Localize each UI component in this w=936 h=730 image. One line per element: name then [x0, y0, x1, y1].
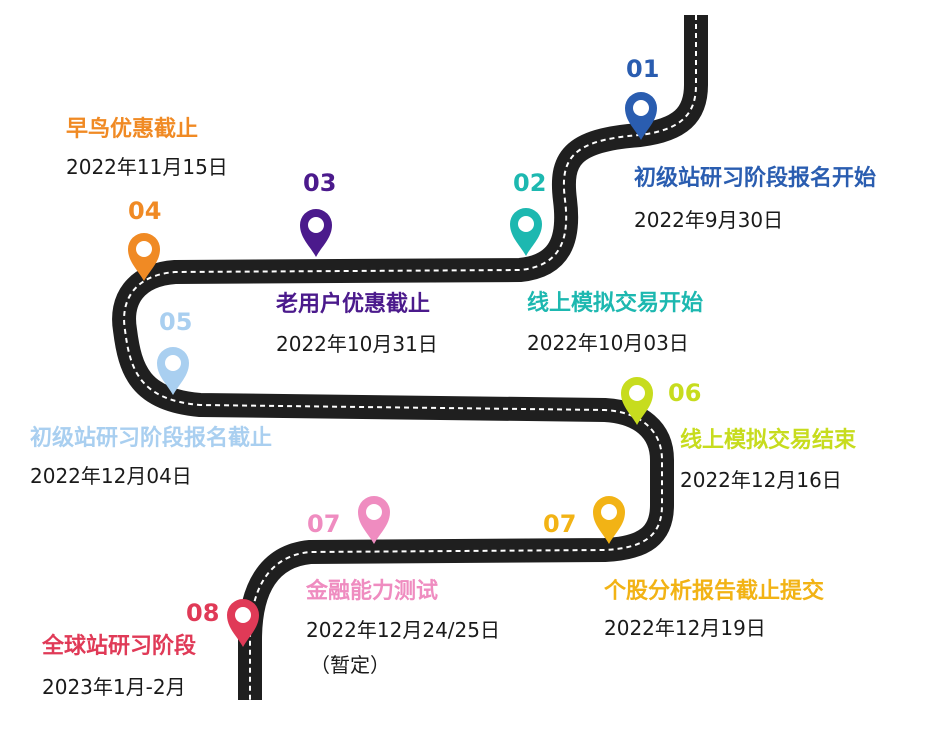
location-pin-icon — [621, 377, 653, 425]
location-pin-icon — [157, 347, 189, 395]
milestone-07-number: 07 — [543, 510, 577, 538]
milestone-07b-title: 金融能力测试 — [306, 579, 439, 604]
milestone-08-title: 全球站研习阶段 — [42, 634, 197, 659]
location-pin-icon — [358, 496, 390, 544]
location-pin-icon — [128, 233, 160, 281]
milestone-02-date: 2022年10月03日 — [527, 331, 689, 355]
milestone-07b-date-note: （暂定） — [310, 653, 390, 677]
milestone-05-number: 05 — [159, 308, 193, 336]
milestone-04-date: 2022年11月15日 — [66, 155, 228, 179]
road-center-line — [123, 15, 697, 700]
milestone-05-date: 2022年12月04日 — [30, 464, 192, 488]
milestone-06-number: 06 — [668, 379, 702, 407]
milestone-08-date: 2023年1月-2月 — [42, 675, 186, 699]
milestone-01-date: 2022年9月30日 — [634, 208, 784, 232]
milestone-04-title: 早鸟优惠截止 — [66, 117, 199, 142]
milestone-04-number: 04 — [128, 197, 162, 225]
milestone-02-number: 02 — [513, 169, 547, 197]
location-pin-icon — [593, 496, 625, 544]
milestone-02-title: 线上模拟交易开始 — [527, 291, 704, 316]
milestone-07-title: 个股分析报告截止提交 — [604, 579, 825, 604]
milestone-06-title: 线上模拟交易结束 — [680, 428, 857, 453]
milestone-06-date: 2022年12月16日 — [680, 468, 842, 492]
milestone-05-title: 初级站研习阶段报名截止 — [30, 426, 273, 451]
milestone-03-date: 2022年10月31日 — [276, 332, 438, 356]
location-pin-icon — [227, 599, 259, 647]
milestone-03-number: 03 — [303, 169, 337, 197]
milestone-07-date: 2022年12月19日 — [604, 616, 766, 640]
location-pin-icon — [510, 208, 542, 256]
location-pin-icon — [300, 209, 332, 257]
milestone-07b-number: 07 — [307, 510, 341, 538]
milestone-01-number: 01 — [626, 55, 660, 83]
milestone-08-number: 08 — [186, 599, 220, 627]
milestone-07b-date: 2022年12月24/25日 — [306, 618, 500, 642]
milestone-03-title: 老用户优惠截止 — [276, 292, 431, 317]
location-pin-icon — [625, 92, 657, 140]
milestone-01-title: 初级站研习阶段报名开始 — [634, 166, 877, 191]
